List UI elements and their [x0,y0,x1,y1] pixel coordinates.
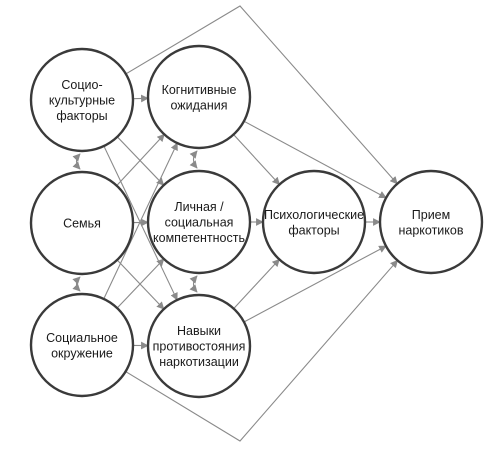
edge-family-to-resistance [116,259,165,310]
node-resistance-label-line: наркотизации [159,355,239,369]
link-competence-resistance [189,275,198,293]
node-family-circle [29,170,135,276]
node-psych-label-line: Психологические [264,208,364,222]
node-competence-label-line: Личная / [174,200,224,214]
node-resistance-label-line: противостояния [153,340,246,354]
node-cognitive-label-line: Когнитивные [162,83,237,97]
edge-resistance-to-psych [233,258,280,309]
edge-resistance-to-drug_use [243,245,387,323]
edge-social_env-to-drug_use [125,259,398,442]
edges-layer [72,5,398,442]
node-social_env-circle [29,292,135,398]
node-psych-label-line: факторы [288,223,339,237]
node-socio-label-line: факторы [56,109,107,123]
nodes-layer: Социо-культурныефакторыСемьяСоциальноеок… [29,44,484,399]
node-competence-label-line: компетентность [153,231,245,245]
node-drug_use-circle [378,169,484,275]
node-family: Семья [29,170,135,276]
node-competence-circle [146,169,252,275]
link-socio-family [72,153,81,170]
node-drug_use-label-line: наркотиков [398,223,463,237]
link-cognitive-competence [189,150,198,169]
link-family-social_env [72,276,81,292]
edge-social_env-to-cognitive [103,142,178,300]
node-psych-circle [261,169,367,275]
node-socio-label-line: Социо- [61,78,102,92]
edge-socio-to-drug_use [125,5,398,185]
node-resistance-circle [146,293,252,399]
edge-cognitive-to-psych [233,134,280,186]
node-family-label-line: Семья [63,217,101,231]
node-resistance-label-line: Навыки [177,324,221,338]
node-cognitive-circle [146,44,252,150]
edge-family-to-cognitive [116,133,165,187]
node-cognitive-label-line: ожидания [170,98,227,112]
node-drug_use-label-line: Прием [412,208,450,222]
node-socio-circle [29,47,135,153]
edge-socio-to-competence [116,136,165,186]
node-social_env-label-line: Социальное [46,331,118,345]
node-social_env-label-line: окружение [51,346,113,360]
node-socio-label-line: культурные [49,94,115,108]
edge-cognitive-to-drug_use [243,120,387,199]
edge-social_env-to-competence [116,258,165,309]
node-competence-label-line: социальная [165,216,234,230]
